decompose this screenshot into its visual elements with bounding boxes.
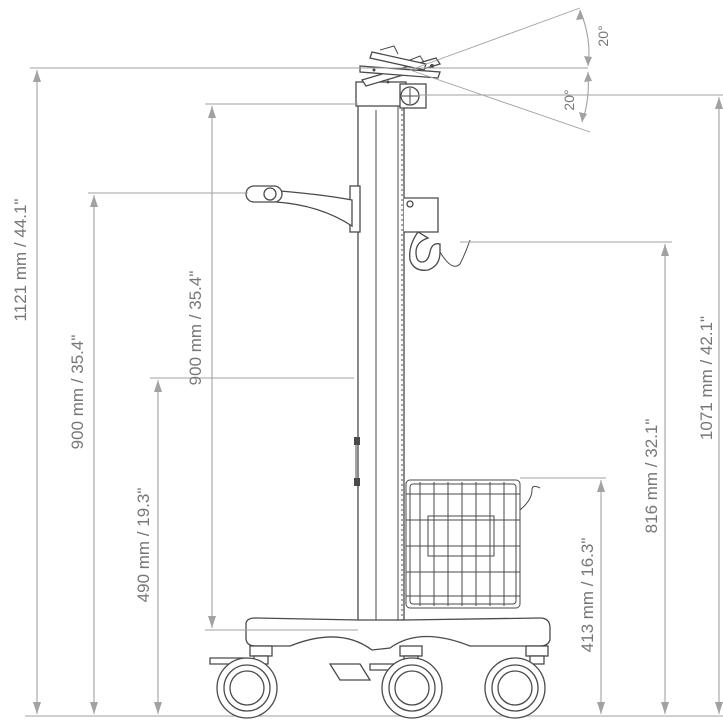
clip-height-label: 490 mm / 19.3" (134, 488, 153, 603)
extension-lines (30, 67, 723, 631)
dim-column-height: 900 mm / 35.4" (186, 106, 216, 628)
hook-height-label: 816 mm / 32.1" (642, 419, 661, 534)
column-clips (354, 437, 360, 486)
push-handle (245, 185, 361, 233)
handle-height-label: 900 mm / 35.4" (68, 335, 87, 450)
basket-height-label: 413 mm / 16.3" (578, 538, 597, 653)
tilt-down-angle: 20° (561, 89, 577, 110)
dim-right-height: 1071 mm / 42.1" (697, 97, 723, 714)
tilt-angle-indicator: 20° 20° (409, 7, 611, 133)
caster-right (484, 655, 546, 719)
wire-basket (405, 479, 541, 609)
column-height-label: 900 mm / 35.4" (186, 271, 205, 386)
tilt-up-angle: 20° (595, 25, 611, 46)
caster-middle (381, 655, 443, 719)
cart-base (209, 617, 551, 681)
dim-clip-height: 490 mm / 19.3" (134, 380, 162, 714)
caster-left (216, 655, 278, 719)
overall-height-label: 1121 mm / 44.1" (11, 199, 30, 322)
dim-basket-height: 413 mm / 16.3" (578, 480, 605, 714)
column (357, 103, 405, 639)
mount-head (355, 45, 442, 109)
cable-hook (404, 197, 471, 271)
dim-hook-height: 816 mm / 32.1" (642, 244, 669, 714)
right-height-label: 1071 mm / 42.1" (697, 316, 716, 440)
dim-overall-height: 1121 mm / 44.1" (11, 70, 41, 714)
mobile-cart (209, 45, 551, 719)
dim-handle-height: 900 mm / 35.4" (68, 195, 98, 714)
